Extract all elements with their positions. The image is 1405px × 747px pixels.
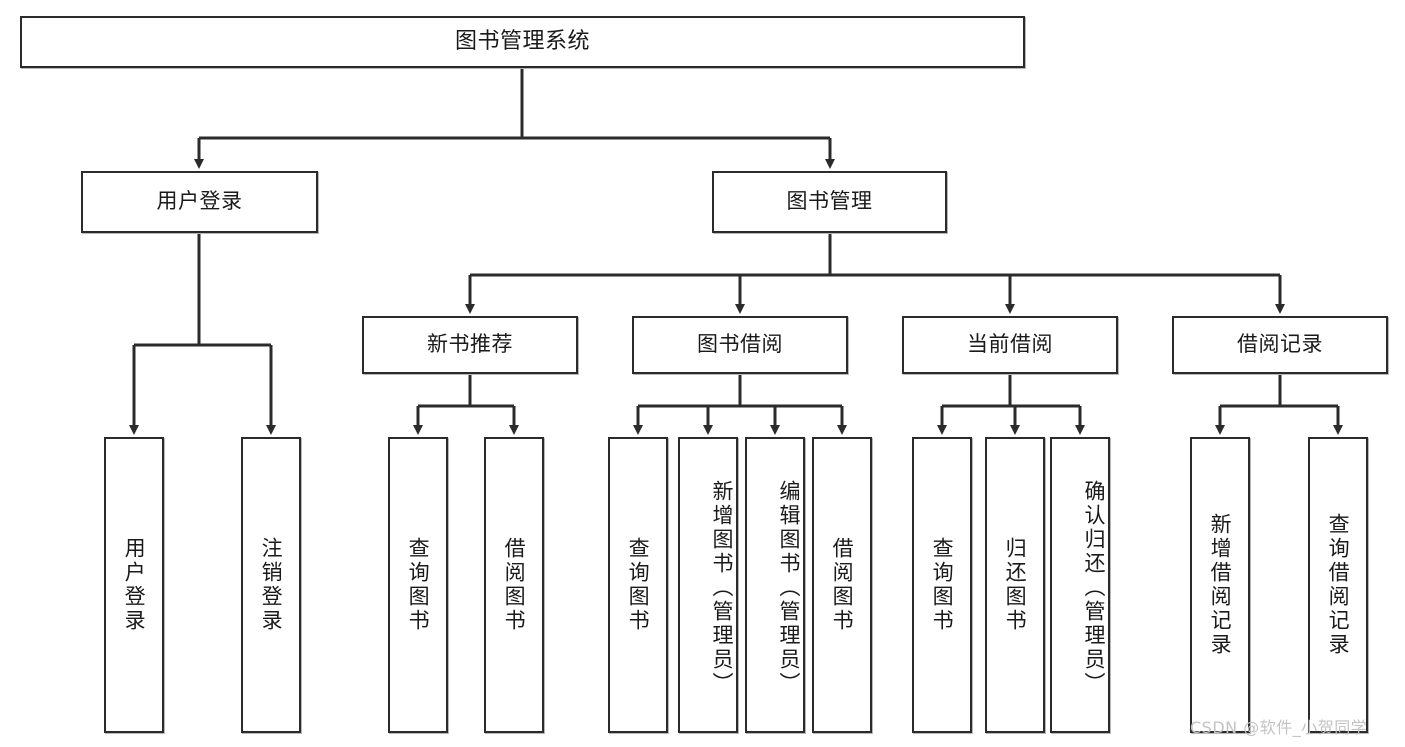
- node-leaf-add-book[interactable]: 新增图书（管理员）: [678, 437, 738, 733]
- node-book-manage-label: 图书管理: [786, 189, 873, 214]
- node-leaf-query-book-borrow-label: 查询图书: [626, 537, 651, 633]
- node-current-borrow[interactable]: 当前借阅: [902, 316, 1118, 374]
- node-leaf-user-login[interactable]: 用户登录: [104, 437, 164, 733]
- node-user-login[interactable]: 用户登录: [81, 171, 318, 233]
- node-leaf-add-record[interactable]: 新增借阅记录: [1190, 437, 1250, 733]
- node-leaf-query-book-cur[interactable]: 查询图书: [912, 437, 972, 733]
- node-leaf-add-record-label: 新增借阅记录: [1208, 513, 1233, 657]
- node-current-borrow-label: 当前借阅: [967, 332, 1053, 357]
- node-leaf-return-book[interactable]: 归还图书: [985, 437, 1045, 733]
- node-borrow-record[interactable]: 借阅记录: [1172, 316, 1388, 374]
- node-borrow-record-label: 借阅记录: [1237, 332, 1323, 357]
- node-leaf-borrow-book-rec[interactable]: 借阅图书: [484, 437, 544, 733]
- node-leaf-edit-book[interactable]: 编辑图书（管理员）: [745, 437, 805, 733]
- node-root-label: 图书管理系统: [454, 28, 590, 54]
- node-leaf-query-record[interactable]: 查询借阅记录: [1308, 437, 1368, 733]
- watermark-text: CSDN @软件_小贺同学: [1190, 718, 1368, 737]
- node-root-system[interactable]: 图书管理系统: [20, 16, 1025, 68]
- node-book-borrow-label: 图书借阅: [697, 332, 783, 357]
- node-new-book-recommend[interactable]: 新书推荐: [362, 316, 578, 374]
- node-book-manage[interactable]: 图书管理: [712, 171, 947, 233]
- node-user-login-label: 用户登录: [156, 189, 243, 214]
- node-new-book-recommend-label: 新书推荐: [427, 332, 513, 357]
- node-leaf-confirm-return-label: 确认归还（管理员）: [1082, 480, 1106, 696]
- node-leaf-logout[interactable]: 注销登录: [241, 437, 301, 733]
- node-leaf-query-book-borrow[interactable]: 查询图书: [608, 437, 668, 733]
- node-leaf-query-book-cur-label: 查询图书: [930, 537, 955, 633]
- node-leaf-confirm-return[interactable]: 确认归还（管理员）: [1050, 437, 1110, 733]
- node-leaf-logout-label: 注销登录: [259, 537, 284, 633]
- node-book-borrow[interactable]: 图书借阅: [632, 316, 848, 374]
- node-leaf-add-book-label: 新增图书（管理员）: [710, 480, 734, 696]
- node-leaf-user-login-label: 用户登录: [122, 537, 147, 633]
- node-leaf-query-book-rec-label: 查询图书: [406, 537, 431, 633]
- node-leaf-query-book-rec[interactable]: 查询图书: [388, 437, 448, 733]
- node-leaf-borrow-book-label: 借阅图书: [830, 537, 855, 633]
- node-leaf-borrow-book-rec-label: 借阅图书: [502, 537, 527, 633]
- node-leaf-query-record-label: 查询借阅记录: [1326, 513, 1351, 657]
- node-leaf-edit-book-label: 编辑图书（管理员）: [777, 480, 801, 696]
- node-leaf-return-book-label: 归还图书: [1003, 537, 1028, 633]
- node-leaf-borrow-book[interactable]: 借阅图书: [812, 437, 872, 733]
